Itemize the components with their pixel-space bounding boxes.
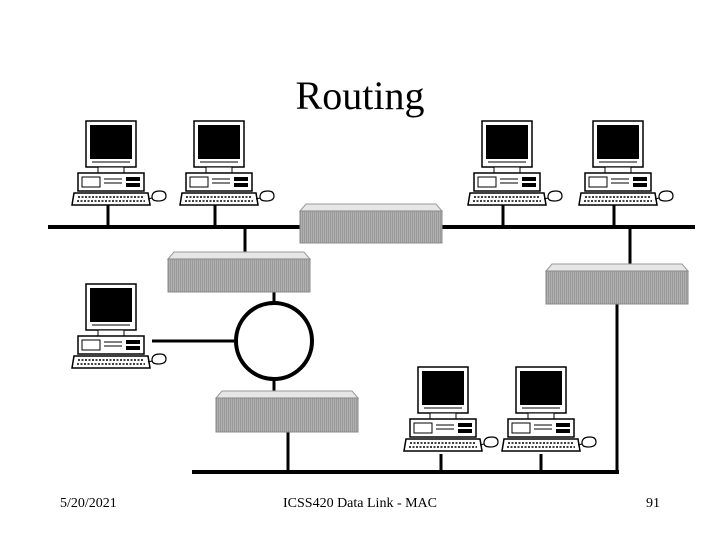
workstation-pc-top-4	[578, 120, 674, 206]
workstation-pc-ring	[71, 283, 167, 369]
workstation-pc-bottom-2	[501, 366, 597, 452]
footer-page-number: 91	[646, 496, 660, 511]
slide-title: Routing	[295, 73, 425, 118]
footer-course: ICSS420 Data Link - MAC	[283, 496, 437, 511]
router-left-lower	[214, 390, 360, 433]
router-top-center	[298, 203, 444, 244]
workstation-pc-top-2	[179, 120, 275, 206]
footer-date: 5/20/2021	[60, 496, 117, 511]
router-right	[544, 263, 690, 305]
workstation-pc-top-1	[71, 120, 167, 206]
workstation-pc-top-3	[467, 120, 563, 206]
network-links	[48, 205, 695, 474]
router-left-upper	[166, 251, 312, 293]
workstation-pc-bottom-1	[403, 366, 499, 452]
ring-lan	[234, 301, 314, 381]
